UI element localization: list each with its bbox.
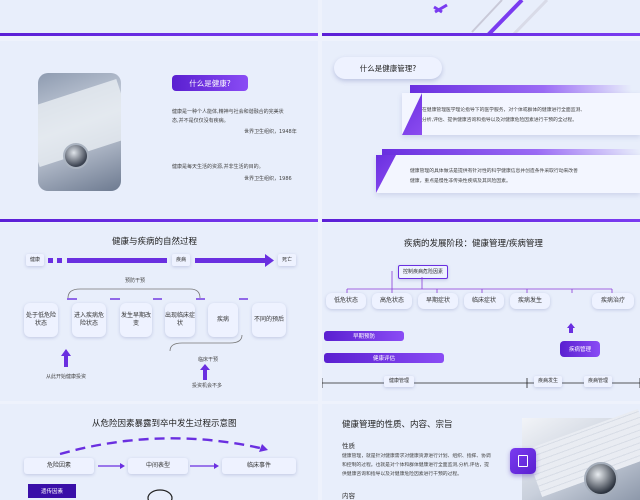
annotation: 临床干预 — [198, 356, 218, 363]
slide-what-is-health-management[interactable]: 什么是健康管理? 在健康管理医学理论指导下的医学服务，对个体或群体的健康进行全面… — [322, 41, 640, 222]
slide-natural-process[interactable]: 健康与疾病的自然过程 健康 疾病 死亡 预防干预 处于低危险状态 进入疾病危险状… — [0, 223, 318, 401]
slide-stroke-process[interactable]: 从危险因素暴露到卒中发生过程示意图 危险因素 中间表型 临床事件 遗传因素 — [0, 404, 318, 500]
decor-stripes — [322, 0, 640, 36]
segment-label: 健康管理 — [384, 376, 414, 387]
definition-text: 健康，重点是慢性非传染性疾病及其风险因素。 — [410, 177, 511, 184]
citation: 世界卫生组织，1948年 — [244, 128, 297, 135]
stage-box: 不同的预后 — [252, 303, 286, 337]
page-title: 健康管理的性质、内容、宗旨 — [342, 418, 453, 430]
stage-box: 出现临床症状 — [165, 303, 195, 337]
flow-box: 中间表型 — [128, 458, 188, 474]
slide-bottom-bar — [0, 219, 318, 222]
definition-text: 健康管理的具体做法是提供有针对性的科学健康信息并创造条件采取行动来改善 — [410, 167, 578, 174]
stage-label: 死亡 — [278, 254, 296, 266]
stage-box: 疾病发生 — [510, 293, 550, 309]
flow-box: 临床事件 — [222, 458, 296, 474]
stethoscope-photo — [522, 418, 640, 500]
section-heading: 性质 — [342, 440, 355, 450]
phase-bar: 早期预防 — [324, 331, 404, 341]
stage-box: 高危状态 — [372, 293, 412, 309]
slide-what-is-health[interactable]: 什么是健康? 健康是一种个人能体,精神与社会和谐融合的完美状 态,并不是仅仅没有… — [0, 41, 318, 222]
stethoscope-photo — [38, 73, 121, 191]
stage-box: 疾病 — [208, 303, 238, 337]
page-title: 什么是健康管理? — [334, 57, 442, 79]
stage-label: 健康 — [26, 254, 44, 266]
slide-bottom-bar — [322, 219, 640, 222]
phase-box: 疾病管理 — [560, 341, 600, 357]
annotation: 从此开始健康投资 — [46, 373, 86, 380]
stage-lines — [322, 223, 640, 401]
section-heading: 内容 — [342, 490, 355, 500]
body-text: 和控制的过程。也就是对个体和群体健康进行全面监测,分析,评估，提 — [342, 461, 489, 468]
citation: 世界卫生组织，1986 — [244, 175, 292, 182]
flow-box: 危险因素 — [24, 458, 94, 474]
content-card — [376, 155, 640, 193]
segment-label: 疾病管理 — [584, 376, 612, 387]
slide-top-right — [322, 0, 640, 36]
definition-text: 态,并不是仅仅没有疾病。 — [172, 117, 229, 124]
body-text: 供健康咨询和指导以及对健康危险因素进行干预的过程。 — [342, 470, 462, 477]
hospital-icon — [510, 448, 536, 474]
definition-text: 健康是一种个人能体,精神与社会和谐融合的完美状 — [172, 108, 284, 115]
stage-box: 低危状态 — [326, 293, 366, 309]
slide-bottom-bar — [322, 33, 640, 36]
up-arrow-icon — [200, 364, 210, 380]
factor-box: 遗传因素 — [28, 484, 76, 498]
slide-nature-content[interactable]: 健康管理的性质、内容、宗旨 性质 健康管理，就是针对健康需求对健康资源进行计划、… — [322, 404, 640, 500]
definition-text: 在健康管理医学理论指导下的医学服务，对个体或群体的健康进行全面监测、 — [422, 106, 585, 113]
slide-disease-stages[interactable]: 疾病的发展阶段：健康管理/疾病管理 控制疾病危险因素 低危状态 高危状态 早期症… — [322, 223, 640, 401]
phase-bar: 健康评估 — [324, 353, 444, 363]
stage-label: 疾病 — [172, 254, 190, 266]
annotation: 投资机会不多 — [192, 382, 222, 389]
up-arrow-icon — [61, 349, 71, 367]
page-title: 什么是健康? — [172, 75, 248, 91]
definition-text: 分析,评估、提供健康咨询和指导以及对健康危险因素进行干预的全过程。 — [422, 116, 577, 123]
segment-label: 疾病发生 — [534, 376, 562, 387]
stage-box: 处于低危险状态 — [24, 303, 58, 337]
stage-box: 早期症状 — [418, 293, 458, 309]
stage-box: 临床症状 — [464, 293, 504, 309]
annotation: 预防干预 — [125, 277, 145, 284]
slide-top-left — [0, 0, 318, 36]
slide-bottom-bar — [0, 33, 318, 36]
stage-box: 发生早期改变 — [120, 303, 152, 337]
definition-text: 健康是每天生活的资源,并非生活的目的。 — [172, 163, 264, 170]
body-text: 健康管理，就是针对健康需求对健康资源进行计划、组织、指挥、协调 — [342, 452, 491, 459]
stage-box: 进入疾病危险状态 — [72, 303, 106, 337]
content-card — [402, 93, 640, 135]
stage-box: 疾病治疗 — [592, 293, 634, 309]
